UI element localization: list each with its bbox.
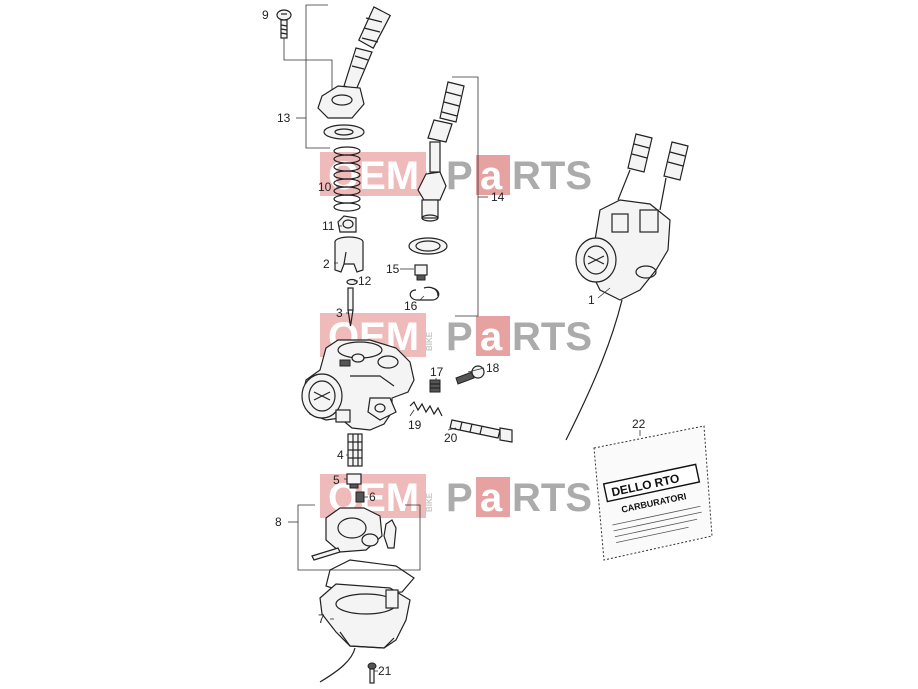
screw-part-17: [429, 379, 441, 393]
spring-part-19: [409, 400, 443, 417]
callout-15: 15: [386, 262, 400, 276]
watermark-parts-rts: RTS: [512, 476, 592, 520]
needle-part-3: [347, 287, 354, 327]
watermark-parts-rts: RTS: [512, 154, 592, 198]
callout-9: 9: [262, 8, 269, 22]
callout-18: 18: [486, 361, 500, 375]
watermark-top: OEM BIKE P a RTS: [320, 152, 592, 198]
choke-assembly-part-14: [408, 81, 465, 255]
screw-part-18: [455, 365, 485, 385]
float-assembly-part-8: [311, 507, 397, 561]
throttle-valve-part-2: [334, 236, 364, 273]
bracket-13: [296, 4, 330, 149]
watermark-oem-text: OEM: [328, 154, 419, 198]
needle-clip-part-12: [346, 278, 358, 286]
callout-1: 1: [588, 293, 595, 307]
callout-16: 16: [404, 299, 418, 313]
watermark-bike-text: BIKE: [425, 492, 434, 512]
callout-2: 2: [323, 257, 330, 271]
screw-part-21: [367, 662, 377, 684]
callout-20: 20: [444, 431, 458, 445]
jet-part-15: [414, 264, 428, 281]
watermark-parts-a: a: [480, 476, 503, 520]
bracket-14: [452, 76, 488, 317]
watermark-bike-text: BIKE: [425, 331, 434, 351]
callout-12: 12: [358, 274, 372, 288]
leader-lines: [330, 186, 641, 672]
watermark-parts-p: P: [446, 315, 473, 359]
callout-3: 3: [336, 306, 343, 320]
filter-part-4: [347, 433, 363, 467]
callout-5: 5: [333, 473, 340, 487]
callout-8: 8: [275, 515, 282, 529]
callout-6: 6: [369, 490, 376, 504]
callout-13: 13: [277, 111, 291, 125]
float-bowl-part-7: [319, 559, 415, 683]
watermark-parts-p: P: [446, 154, 473, 198]
callout-21: 21: [378, 664, 392, 678]
callout-labels: 1 2 3 4 5 6 7 8 9 10 11 12 13 14 15 16 1…: [262, 8, 646, 678]
screw-part-9: [276, 9, 333, 92]
watermark-parts-rts: RTS: [512, 315, 592, 359]
carburetor-body: [301, 339, 415, 431]
cable-cap-part-13: [317, 6, 392, 140]
clip-part-11: [337, 215, 357, 233]
callout-22: 22: [632, 417, 646, 431]
callout-11: 11: [322, 219, 335, 233]
callout-10: 10: [318, 180, 332, 194]
watermark-parts-p: P: [446, 476, 473, 520]
callout-19: 19: [408, 418, 422, 432]
spring-clip-part-16: [409, 286, 440, 301]
callout-17: 17: [430, 365, 444, 379]
complete-carburetor-part-1: [565, 133, 689, 441]
watermark-parts-a: a: [480, 154, 503, 198]
idle-screw-part-20: [449, 419, 513, 443]
spring-part-10: [333, 146, 361, 212]
bracket-8: [288, 504, 421, 571]
callout-7: 7: [318, 612, 325, 626]
jet-part-6: [355, 491, 365, 503]
watermark-parts-a: a: [480, 315, 503, 359]
instruction-bag-part-22: DELLO RTO CARBURATORI: [593, 425, 713, 561]
callout-4: 4: [337, 448, 344, 462]
callout-14: 14: [491, 190, 505, 204]
